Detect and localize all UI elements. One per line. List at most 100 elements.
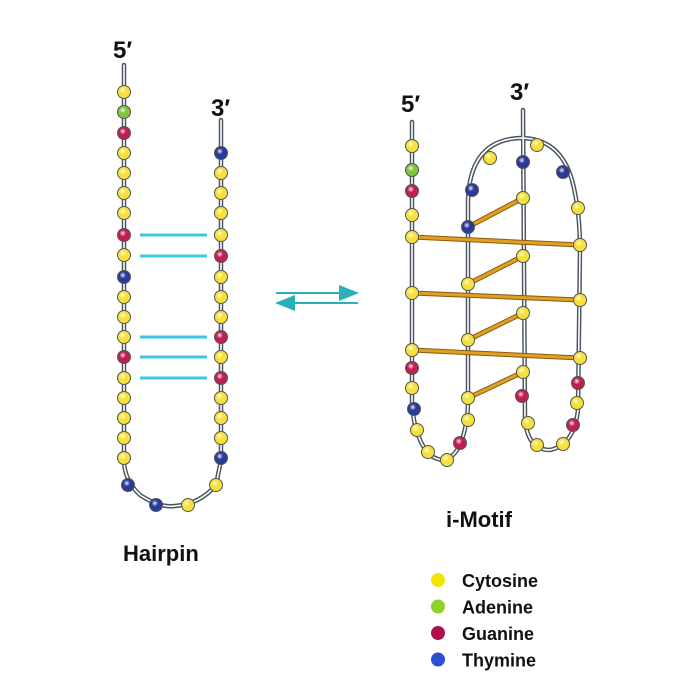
cytosine-bead: [405, 208, 419, 222]
cytosine-bead: [421, 445, 435, 459]
hairpin-title: Hairpin: [123, 541, 199, 566]
guanine-bead: [405, 184, 419, 198]
equilibrium-arrows: [275, 285, 359, 311]
hairpin-3prime-label: 3′: [211, 95, 230, 122]
thymine-bead: [149, 498, 163, 512]
cytosine-bead: [117, 206, 131, 220]
adenine-bead: [117, 105, 131, 119]
cytosine-bead: [530, 438, 544, 452]
imotif-backbone: [409, 107, 583, 462]
imotif-5prime-label: 5′: [401, 91, 420, 118]
hairpin-backbone-core: [123, 64, 222, 508]
legend-label: Thymine: [462, 651, 536, 671]
guanine-bead: [515, 389, 529, 403]
thymine-bead: [516, 155, 530, 169]
cytosine-bead: [214, 310, 228, 324]
guanine-bead: [117, 350, 131, 364]
legend-item-thymine: Thymine: [431, 651, 536, 671]
cytosine-bead: [573, 293, 587, 307]
guanine-bead: [566, 418, 580, 432]
cytosine-bead: [214, 270, 228, 284]
cytosine-bead: [181, 498, 195, 512]
cytosine-bead: [573, 351, 587, 365]
imotif-backbone-core: [411, 109, 581, 461]
legend-swatch: [431, 626, 445, 640]
cytosine-bead: [214, 411, 228, 425]
legend-label: Cytosine: [462, 571, 538, 591]
guanine-bead: [571, 376, 585, 390]
hairpin-structure: [117, 62, 228, 512]
cytosine-bead: [117, 290, 131, 304]
cytosine-bead: [516, 191, 530, 205]
cytosine-bead: [461, 413, 475, 427]
thymine-bead: [407, 402, 421, 416]
thymine-bead: [214, 451, 228, 465]
cytosine-bead: [410, 423, 424, 437]
cytosine-bead: [214, 166, 228, 180]
imotif-title: i-Motif: [446, 507, 513, 532]
cytosine-bead: [440, 453, 454, 467]
cytosine-bead: [117, 391, 131, 405]
thymine-bead: [117, 270, 131, 284]
cytosine-bead: [573, 238, 587, 252]
thymine-bead: [121, 478, 135, 492]
cytosine-bead: [214, 431, 228, 445]
legend-swatch: [431, 573, 445, 587]
thymine-bead: [465, 183, 479, 197]
cytosine-bead: [571, 201, 585, 215]
legend-label: Guanine: [462, 624, 534, 644]
legend-item-guanine: Guanine: [431, 624, 534, 644]
cytosine-bead: [209, 478, 223, 492]
guanine-bead: [214, 371, 228, 385]
imotif-structure: [405, 107, 587, 467]
cytosine-bead: [405, 343, 419, 357]
cytosine-bead: [117, 186, 131, 200]
cytosine-bead: [405, 381, 419, 395]
cytosine-bead: [483, 151, 497, 165]
cytosine-bead: [405, 286, 419, 300]
cytosine-bead: [117, 330, 131, 344]
hairpin-5prime-label: 5′: [113, 37, 132, 64]
guanine-bead: [117, 126, 131, 140]
adenine-bead: [405, 163, 419, 177]
cytosine-bead: [214, 228, 228, 242]
cytosine-bead: [405, 230, 419, 244]
legend-item-cytosine: Cytosine: [431, 571, 538, 591]
cytosine-bead: [117, 248, 131, 262]
thymine-bead: [214, 146, 228, 160]
cytosine-bead: [117, 451, 131, 465]
cytosine-bead: [570, 396, 584, 410]
cytosine-bead: [461, 333, 475, 347]
thymine-bead: [461, 220, 475, 234]
guanine-bead: [453, 436, 467, 450]
guanine-bead: [405, 361, 419, 375]
cytosine-bead: [117, 146, 131, 160]
cytosine-bead: [117, 310, 131, 324]
cytosine-bead: [117, 166, 131, 180]
cytosine-bead: [214, 391, 228, 405]
cytosine-bead: [516, 249, 530, 263]
cytosine-bead: [214, 206, 228, 220]
cytosine-bead: [214, 350, 228, 364]
cytosine-bead: [117, 431, 131, 445]
cytosine-bead: [214, 290, 228, 304]
guanine-bead: [214, 249, 228, 263]
imotif-3prime-label: 3′: [510, 79, 529, 106]
cytosine-bead: [556, 437, 570, 451]
cytosine-bead: [530, 138, 544, 152]
cytosine-bead: [516, 365, 530, 379]
legend-label: Adenine: [462, 598, 533, 618]
cytosine-bead: [117, 85, 131, 99]
legend-swatch: [431, 599, 445, 614]
cytosine-bead: [117, 371, 131, 385]
hairpin-backbone: [121, 62, 224, 509]
guanine-bead: [117, 228, 131, 242]
cytosine-bead: [521, 416, 535, 430]
cytosine-bead: [117, 411, 131, 425]
cytosine-bead: [214, 186, 228, 200]
cytosine-bead: [516, 306, 530, 320]
thymine-bead: [556, 165, 570, 179]
